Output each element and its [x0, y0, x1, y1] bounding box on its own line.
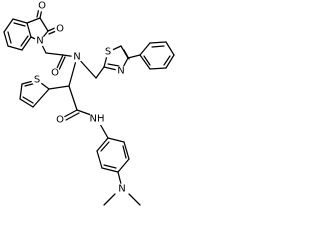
bond — [96, 137, 109, 152]
bond — [13, 22, 26, 27]
thiophene-sulfur: S — [31, 74, 43, 86]
svg-text:S: S — [105, 47, 111, 58]
bond — [22, 96, 34, 104]
bond — [96, 150, 103, 169]
dimethylamino-nitrogen: N — [116, 183, 128, 195]
bond — [7, 31, 12, 44]
bond — [103, 193, 116, 206]
bond — [32, 88, 50, 108]
central-nitrogen: N — [71, 51, 83, 63]
bond — [95, 66, 105, 79]
svg-text:O: O — [56, 115, 64, 126]
bond — [12, 18, 28, 24]
thiazole-sulfur: S — [102, 46, 114, 58]
bond — [165, 41, 175, 56]
bond — [101, 167, 119, 173]
bond — [19, 98, 34, 108]
svg-text:NH: NH — [90, 114, 105, 125]
bond — [139, 42, 151, 56]
isatin-ketone-oxygen: O — [36, 0, 48, 12]
svg-text:O: O — [56, 24, 64, 35]
bond — [103, 164, 117, 169]
amide-carbonyl-oxygen: O — [49, 67, 61, 79]
anilide-carbonyl-oxygen: O — [54, 114, 66, 126]
svg-text:O: O — [38, 1, 46, 12]
bond — [48, 85, 70, 90]
chemical-structure-diagram: O O N O N S N S — [3, 0, 175, 206]
bond — [56, 54, 64, 69]
bond — [149, 41, 167, 44]
thiazole-nitrogen: N — [115, 65, 127, 77]
bond — [7, 45, 23, 51]
bond — [149, 67, 167, 70]
anilide-nh: NH — [90, 113, 105, 125]
bond — [100, 141, 110, 152]
bond — [47, 27, 56, 32]
atom-labels: O O N O N S N S — [31, 0, 128, 195]
svg-text:N: N — [36, 36, 43, 47]
bond — [122, 145, 127, 159]
bond — [3, 31, 9, 47]
bond — [127, 54, 141, 59]
bond — [165, 54, 175, 69]
bond — [21, 36, 32, 51]
isatin-amide-oxygen: O — [54, 23, 66, 35]
bond — [128, 193, 141, 206]
bond — [65, 112, 80, 121]
bond — [117, 158, 130, 173]
thiophene-group — [19, 79, 70, 108]
svg-text:N: N — [117, 66, 124, 77]
bond — [26, 22, 32, 38]
bond — [163, 55, 171, 66]
bond — [58, 56, 66, 71]
isatin-group — [3, 7, 64, 56]
bond — [20, 35, 29, 47]
bond — [99, 123, 109, 139]
svg-text:O: O — [51, 68, 59, 79]
bond — [63, 109, 78, 118]
svg-text:N: N — [73, 52, 80, 63]
bond — [107, 137, 125, 143]
thiazole-group — [103, 41, 175, 72]
isatin-nitrogen: N — [34, 35, 46, 47]
svg-text:N: N — [118, 184, 125, 195]
bond — [117, 171, 122, 185]
bond — [123, 141, 130, 160]
bond — [139, 54, 151, 70]
bond — [3, 18, 14, 33]
svg-text:S: S — [34, 75, 40, 86]
bond — [48, 30, 57, 35]
bond — [39, 17, 49, 32]
bond — [107, 63, 120, 67]
bond — [19, 83, 23, 100]
anilide-group — [63, 85, 141, 206]
bond — [45, 52, 64, 56]
bond — [143, 55, 151, 66]
bond — [68, 85, 78, 111]
bond — [151, 45, 165, 48]
bond — [26, 17, 41, 24]
